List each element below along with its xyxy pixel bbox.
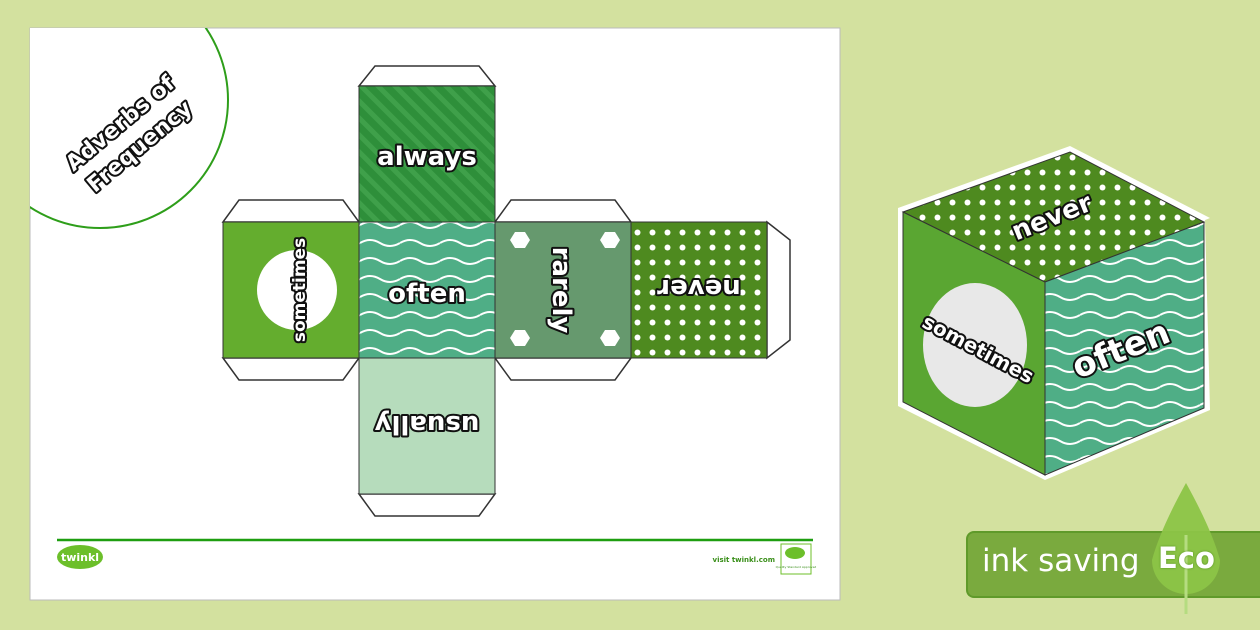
eco-badge: Eco	[1158, 541, 1215, 575]
face-usually: usually	[358, 357, 496, 495]
face-label-sometimes: sometimes	[290, 238, 310, 342]
eco-label: ink saving	[982, 543, 1140, 579]
twinkl-logo: twinkl	[57, 545, 103, 569]
face-label-usually: usually	[375, 409, 480, 439]
face-label-never: never	[657, 273, 741, 303]
face-never: never	[630, 221, 768, 359]
cube-right-face	[1044, 221, 1205, 476]
face-label-always: always	[377, 142, 477, 172]
eco-banner: ink saving	[966, 531, 1260, 598]
face-always: always	[358, 85, 496, 223]
footer-url[interactable]: visit twinkl.com	[713, 556, 775, 564]
title-circle	[30, 28, 229, 229]
face-rarely: rarely	[494, 221, 632, 359]
svg-text:twinkl: twinkl	[61, 551, 99, 564]
glue-tabs	[221, 65, 791, 517]
svg-text:Quality Standard Approved: Quality Standard Approved	[776, 565, 817, 569]
face-often: often	[358, 221, 496, 359]
face-label-often: often	[388, 279, 466, 309]
cube-illustration: never sometimes often	[898, 146, 1210, 480]
face-label-rarely: rarely	[546, 247, 576, 334]
quality-badge: Quality Standard Approved	[776, 543, 817, 575]
face-sometimes: sometimes	[222, 221, 360, 359]
